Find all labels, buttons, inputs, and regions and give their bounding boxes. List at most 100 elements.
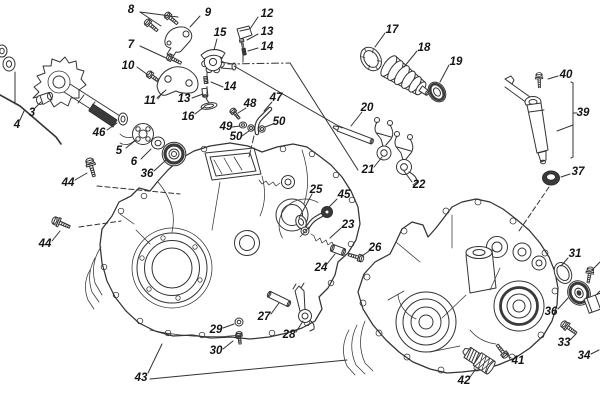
- leader-line: [557, 297, 569, 310]
- callout-number: 24: [314, 262, 328, 274]
- callout-number: 26: [368, 242, 382, 254]
- callout-number: 18: [418, 42, 431, 54]
- callout-number: 45: [337, 189, 351, 201]
- callout-number: 37: [572, 166, 585, 178]
- leader-line: [189, 15, 201, 28]
- pawl-arm-28: [292, 282, 315, 332]
- leader-line: [439, 64, 450, 83]
- callout-number: 44: [38, 238, 52, 250]
- reference-line: [78, 220, 122, 228]
- callout-number: 48: [243, 98, 257, 110]
- fork-shaft-20: [332, 125, 374, 145]
- leader-line: [518, 186, 550, 232]
- leader-line: [136, 66, 149, 76]
- kick-spring: [258, 179, 281, 187]
- bolt-holes: [359, 198, 559, 374]
- leader-line: [241, 130, 250, 137]
- callout-number: 43: [134, 372, 148, 384]
- leader-line: [361, 250, 370, 257]
- selector-bracket-group: [228, 106, 273, 136]
- callout-number: 11: [144, 95, 156, 107]
- leader-line: [19, 110, 25, 121]
- leader-line: [326, 253, 336, 265]
- callout-number: 46: [92, 127, 106, 139]
- callout-number: 47: [269, 92, 283, 104]
- output-bore: [493, 280, 545, 332]
- callout-number: 12: [261, 8, 274, 20]
- callout-number: 34: [578, 350, 591, 362]
- spacer-6: [151, 136, 165, 150]
- bolt-26: [347, 250, 366, 263]
- callout-number: 36: [141, 168, 154, 180]
- linkage-rod-4: [0, 94, 62, 145]
- bearing-boss: [486, 236, 508, 258]
- shift-fork-22: [394, 131, 418, 186]
- leader-line: [298, 193, 313, 219]
- leader-line: [547, 75, 559, 80]
- shift-mechanism-parts: [142, 10, 199, 100]
- foot-16: [200, 97, 218, 110]
- leader-line: [74, 172, 88, 181]
- leader-line: [270, 302, 280, 315]
- leader-line: [569, 333, 577, 341]
- leader-line: [295, 320, 304, 333]
- leader-line: [264, 123, 274, 128]
- top-cover-window: [204, 147, 262, 181]
- leader-line: [374, 32, 386, 48]
- callout-number: 30: [210, 345, 223, 357]
- callout-number: 9: [205, 7, 212, 19]
- shift-drum-bore: [234, 230, 260, 256]
- reference-line: [248, 135, 255, 158]
- leader-line: [237, 107, 247, 114]
- leader-line: [191, 93, 204, 99]
- shift-shaft: [63, 83, 121, 125]
- leader-line: [246, 33, 259, 41]
- screw-48: [228, 106, 243, 121]
- callout-number: 19: [450, 56, 463, 68]
- callout-number: 14: [224, 81, 237, 93]
- leader-line: [125, 139, 137, 149]
- callout-number: 33: [558, 337, 571, 349]
- case-ribs: [85, 246, 103, 310]
- flange-rivets: [139, 235, 203, 301]
- callout-number: 50: [230, 131, 243, 143]
- leader-line: [210, 81, 224, 88]
- crank-bore-flange: [131, 227, 213, 309]
- gear-5: [132, 123, 154, 145]
- stopper-wheel-15: [200, 49, 237, 74]
- shift-drum-group: [360, 46, 447, 103]
- callout-number: 3: [29, 107, 36, 119]
- reference-line: [233, 65, 343, 129]
- gearshift-shaft-assembly: [0, 44, 128, 145]
- callout-number: 31: [569, 248, 582, 260]
- leader-line: [149, 359, 348, 380]
- callout-number: 20: [360, 102, 374, 114]
- bearing-19: [427, 81, 447, 103]
- crankcase-right-half: [343, 198, 559, 376]
- leader-line: [213, 38, 218, 51]
- shaft-splines: [88, 103, 118, 128]
- leader-line: [147, 343, 163, 374]
- spring-pin-14: [241, 47, 247, 56]
- lever-arm-39: [504, 75, 531, 104]
- callout-number: 4: [13, 119, 21, 131]
- leader-line: [403, 170, 413, 183]
- callout-number: 13: [261, 26, 274, 38]
- crankcase-left-half: [85, 142, 361, 340]
- callout-number: 6: [131, 156, 138, 168]
- callout-number: 17: [386, 24, 399, 36]
- plug-42: [462, 346, 496, 375]
- leader-line: [34, 101, 42, 109]
- detent-parts: [295, 206, 366, 263]
- bolt-40: [534, 72, 544, 89]
- washer-49: [238, 121, 248, 129]
- callout-number: 10: [122, 60, 135, 72]
- callout-number: 39: [577, 107, 590, 119]
- leader-line: [222, 323, 235, 329]
- leader-line: [249, 16, 259, 30]
- callout-number: 7: [128, 39, 135, 51]
- pawl-9: [164, 26, 193, 59]
- callout-number: 13: [178, 93, 191, 105]
